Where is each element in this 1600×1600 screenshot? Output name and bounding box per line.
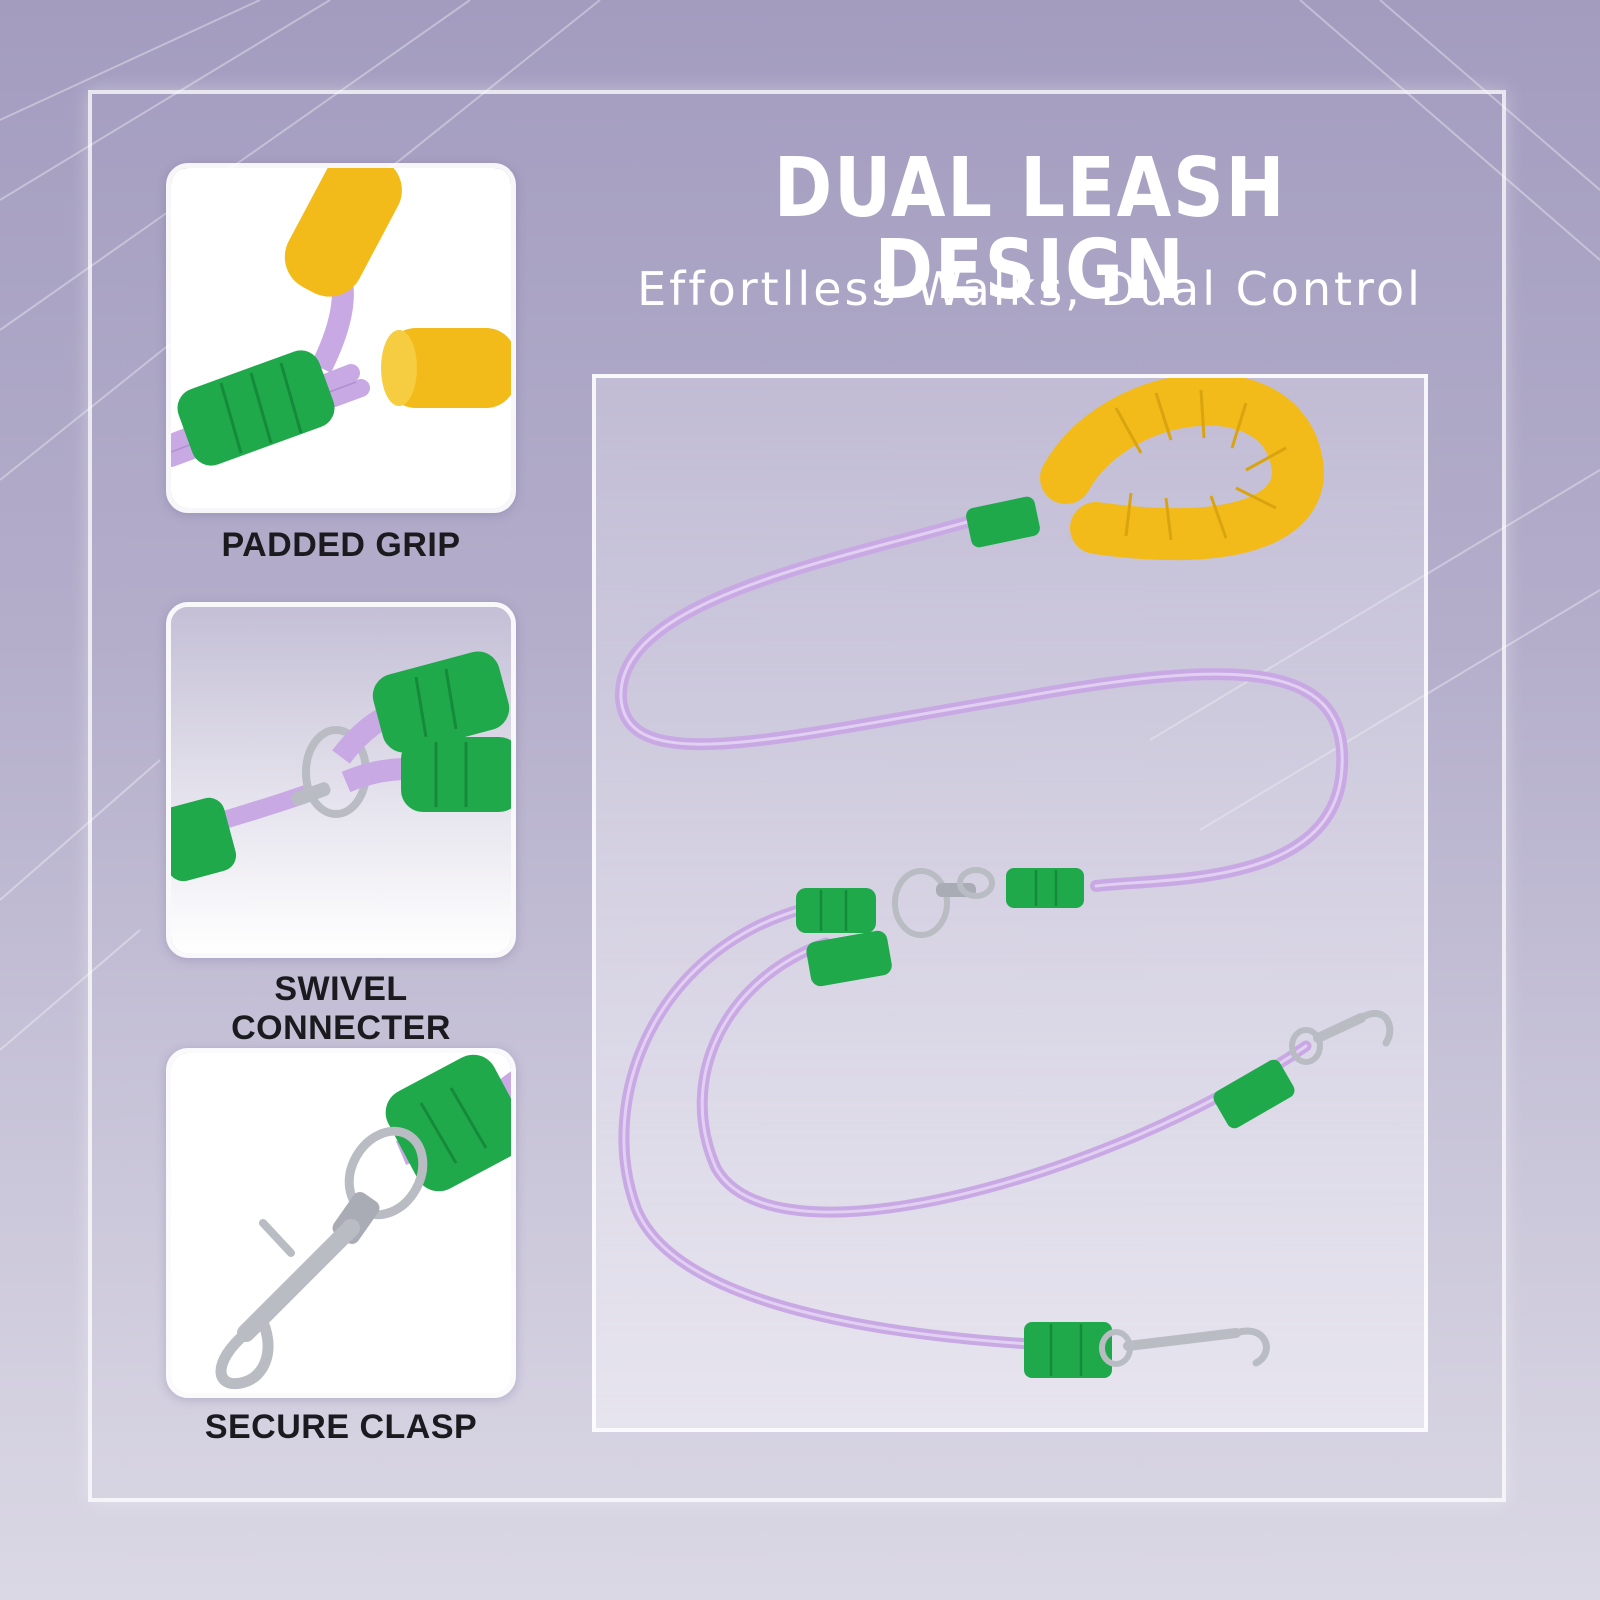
subheadline: Effortlless Walks, Dual Control [637, 262, 1423, 316]
headline: DUAL LEASH DESIGN [773, 141, 1287, 318]
secure-clasp-label: SECURE CLASP [204, 1408, 478, 1446]
swivel-connecter-label: SWIVEL CONNECTER [231, 970, 451, 1047]
padded-grip-label: PADDED GRIP [221, 526, 461, 564]
swivel-connecter-photo [166, 602, 516, 958]
dual-leash-photo [614, 378, 1394, 1378]
padded-grip-photo [166, 163, 516, 513]
leash-photo-panel [592, 374, 1428, 1432]
outer-frame [88, 90, 1506, 1502]
secure-clasp-photo [166, 1048, 516, 1398]
